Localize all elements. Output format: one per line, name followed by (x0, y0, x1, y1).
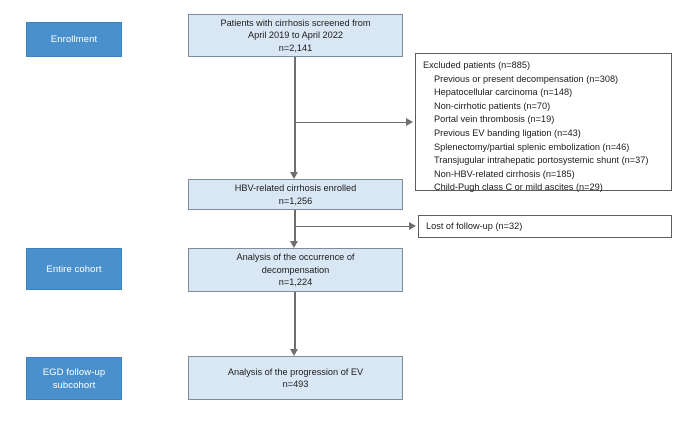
flow-box-decompensation-line2: decompensation (261, 264, 330, 275)
stage-label-entire-cohort-text: Entire cohort (46, 263, 102, 275)
stage-label-egd-subcohort: EGD follow-up subcohort (26, 357, 122, 400)
arrowhead-enrolled-to-lost (409, 222, 416, 230)
arrowhead-decompensation-to-progression (290, 349, 298, 356)
arrowhead-screened-to-enrolled (290, 172, 298, 179)
flow-box-screened-line1: Patients with cirrhosis screened from (220, 17, 371, 28)
flow-box-enrolled-count: n=1,256 (278, 195, 313, 206)
flow-box-enrolled: HBV-related cirrhosis enrolled n=1,256 (188, 179, 403, 210)
excluded-item-child-pugh: Child-Pugh class C or mild ascites (n=29… (434, 182, 603, 193)
lost-of-followup-box: Lost of follow-up (n=32) (418, 215, 672, 238)
excluded-item-non-hbv-cirrhosis: Non-HBV-related cirrhosis (n=185) (434, 168, 575, 179)
lost-of-followup-label: Lost of follow-up (n=32) (426, 221, 523, 232)
connector-enrolled-to-decompensation (294, 210, 296, 241)
arrowhead-screened-to-excluded (406, 117, 413, 126)
connector-screened-to-excluded (294, 121, 407, 123)
excluded-item-portal-vein-thrombosis: Portal vein thrombosis (n=19) (434, 114, 555, 125)
excluded-patients-box: Excluded patients (n=885) Previous or pr… (415, 53, 672, 192)
flow-box-progression-line1: Analysis of the progression of EV (227, 366, 364, 377)
excluded-item-decompensation: Previous or present decompensation (n=30… (434, 73, 619, 84)
stage-label-entire-cohort: Entire cohort (26, 248, 122, 290)
stage-label-enrollment-text: Enrollment (50, 34, 98, 45)
arrowhead-enrolled-to-decompensation (290, 241, 298, 248)
stage-label-egd-subcohort-line1: EGD follow-up (42, 366, 106, 378)
flow-box-enrolled-line1: HBV-related cirrhosis enrolled (234, 183, 357, 194)
flow-box-screened-count: n=2,141 (278, 42, 313, 53)
flow-box-progression-count: n=493 (282, 379, 309, 389)
excluded-item-splenectomy: Splenectomy/partial splenic embolization… (434, 141, 630, 152)
stage-label-egd-subcohort-line2: subcohort (52, 379, 96, 391)
flow-box-progression: Analysis of the progression of EV n=493 (188, 356, 403, 400)
stage-label-enrollment: Enrollment (26, 22, 122, 57)
excluded-item-ev-banding-ligation: Previous EV banding ligation (n=43) (434, 127, 581, 138)
excluded-item-non-cirrhotic: Non-cirrhotic patients (n=70) (434, 100, 551, 111)
flow-box-decompensation: Analysis of the occurrence of decompensa… (188, 248, 403, 292)
flow-box-decompensation-count: n=1,224 (278, 277, 313, 288)
connector-enrolled-to-lost (294, 225, 410, 228)
excluded-item-tips: Transjugular intrahepatic portosystemic … (434, 155, 649, 166)
connector-decompensation-to-progression (294, 292, 296, 349)
connector-screened-to-enrolled (294, 57, 296, 172)
flow-box-decompensation-line1: Analysis of the occurrence of (236, 252, 355, 263)
excluded-item-hcc: Hepatocellular carcinoma (n=148) (434, 87, 573, 98)
flow-box-screened-line2: April 2019 to April 2022 (247, 30, 343, 41)
excluded-heading: Excluded patients (n=885) (423, 60, 531, 70)
flow-box-screened: Patients with cirrhosis screened from Ap… (188, 14, 403, 57)
